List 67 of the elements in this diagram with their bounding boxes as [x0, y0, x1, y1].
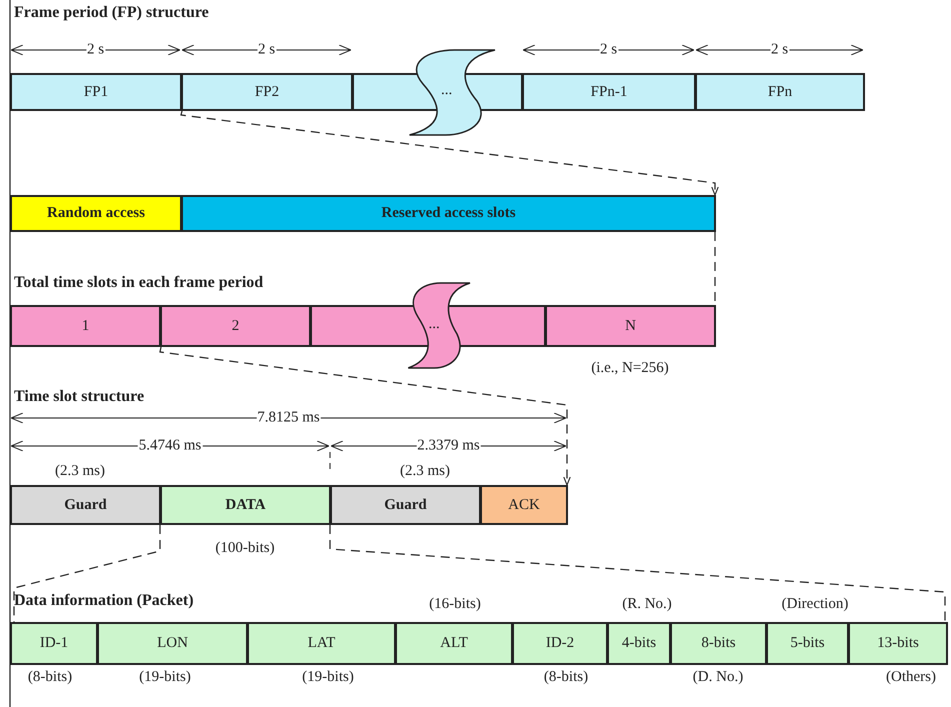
slot-cell: [160, 305, 311, 347]
zoom-connector: [180, 110, 719, 196]
slot-cell: [848, 622, 948, 665]
slot-cell: [512, 622, 608, 665]
section-heading: Frame period (FP) structure: [14, 4, 209, 22]
slot-cell: [522, 73, 696, 111]
cell-label: 5-bits: [790, 635, 825, 652]
slot-cell: [10, 73, 182, 111]
slot-cell: [670, 622, 767, 665]
field-note: (19-bits): [139, 669, 191, 686]
field-note: (2.3 ms): [55, 463, 105, 480]
slot-cell: [181, 195, 716, 232]
field-note: (2.3 ms): [400, 463, 450, 480]
cell-label: Guard: [64, 496, 107, 514]
cell-label: DATA: [225, 496, 266, 514]
slot-cell: [695, 73, 865, 111]
field-note: (100-bits): [215, 540, 275, 557]
field-note: (8-bits): [544, 669, 588, 686]
cell-label: ID-1: [40, 635, 68, 652]
slot-cell: [545, 305, 716, 347]
section-heading: Total time slots in each frame period: [14, 274, 264, 292]
cell-label: ALT: [440, 635, 468, 652]
section-heading: Data information (Packet): [14, 592, 194, 610]
cell-label: 4-bits: [622, 635, 656, 652]
cell-label: FPn: [768, 84, 792, 100]
cell-label: FP2: [254, 84, 280, 100]
field-note: (Direction): [782, 596, 848, 613]
cell-label: 2: [232, 318, 240, 334]
field-note: (D. No.): [692, 669, 744, 686]
zoom-connector: [159, 346, 571, 486]
cell-label: ID-2: [546, 635, 574, 652]
cell-label: FP1: [84, 84, 108, 100]
field-note: (16-bits): [429, 596, 481, 613]
section-heading: Time slot structure: [14, 388, 144, 406]
cell-label: Guard: [384, 496, 427, 514]
slot-cell: [247, 622, 396, 665]
field-note: (19-bits): [302, 669, 354, 686]
cell-label: ACK: [508, 496, 540, 514]
cell-label: 8-bits: [701, 635, 736, 652]
cell-label: Random access: [47, 205, 145, 222]
zoom-connector: [329, 525, 946, 622]
field-note: (Others): [886, 669, 936, 686]
ellipsis-text: ...: [441, 82, 452, 99]
ellipsis-text: ...: [428, 316, 440, 333]
field-note: (i.e., N=256): [591, 360, 669, 377]
slot-cell: [10, 195, 182, 232]
slot-cell: [10, 305, 161, 347]
cell-label: FPn-1: [590, 84, 628, 100]
slot-cell: [607, 622, 671, 665]
slot-cell: [181, 73, 353, 111]
cell-label: 1: [82, 318, 90, 334]
zoom-connector: [13, 525, 161, 622]
cell-label: LON: [157, 635, 188, 652]
slot-cell: [10, 622, 98, 665]
slot-cell: [160, 485, 331, 525]
field-note: (8-bits): [28, 669, 72, 686]
cell-label: LAT: [308, 635, 336, 652]
slot-cell: [395, 622, 513, 665]
cell-label: N: [625, 318, 636, 334]
field-note: (R. No.): [622, 596, 672, 613]
slot-cell: [480, 485, 568, 525]
slot-cell: [766, 622, 849, 665]
cell-label: Reserved access slots: [381, 205, 516, 222]
slot-cell: [330, 485, 481, 525]
slot-cell: [97, 622, 248, 665]
cell-label: 13-bits: [877, 635, 919, 652]
slot-cell: [10, 485, 161, 525]
